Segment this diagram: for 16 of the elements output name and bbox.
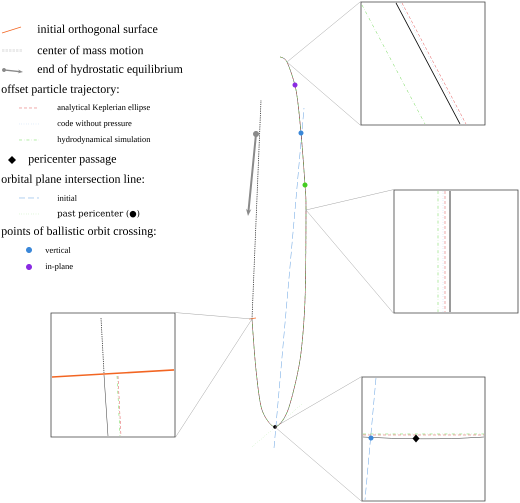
inset-box bbox=[360, 2, 486, 126]
legend-label: initial orthogonal surface bbox=[37, 24, 158, 36]
legend-label: hydrodynamical simulation bbox=[57, 136, 150, 144]
legend-label: in-plane bbox=[45, 263, 73, 271]
legend-label: vertical bbox=[45, 247, 71, 253]
inset-box bbox=[394, 190, 518, 314]
legend-heading: points of ballistic orbit crossing: bbox=[1, 226, 156, 238]
legend-heading: orbital plane intersection line: bbox=[2, 174, 144, 186]
legend-label: code without pressure bbox=[58, 120, 132, 128]
legend-label: analytical Keplerian ellipse bbox=[58, 104, 150, 112]
legend-label: past pericenter (●) bbox=[57, 210, 140, 218]
legend-label: pericenter passage bbox=[28, 154, 116, 166]
legend-heading: offset particle trajectory: bbox=[2, 84, 119, 96]
legend-label: end of hydrostatic equilibrium bbox=[38, 64, 183, 76]
legend-label: center of mass motion bbox=[38, 46, 144, 54]
legend-label: initial bbox=[57, 195, 77, 201]
